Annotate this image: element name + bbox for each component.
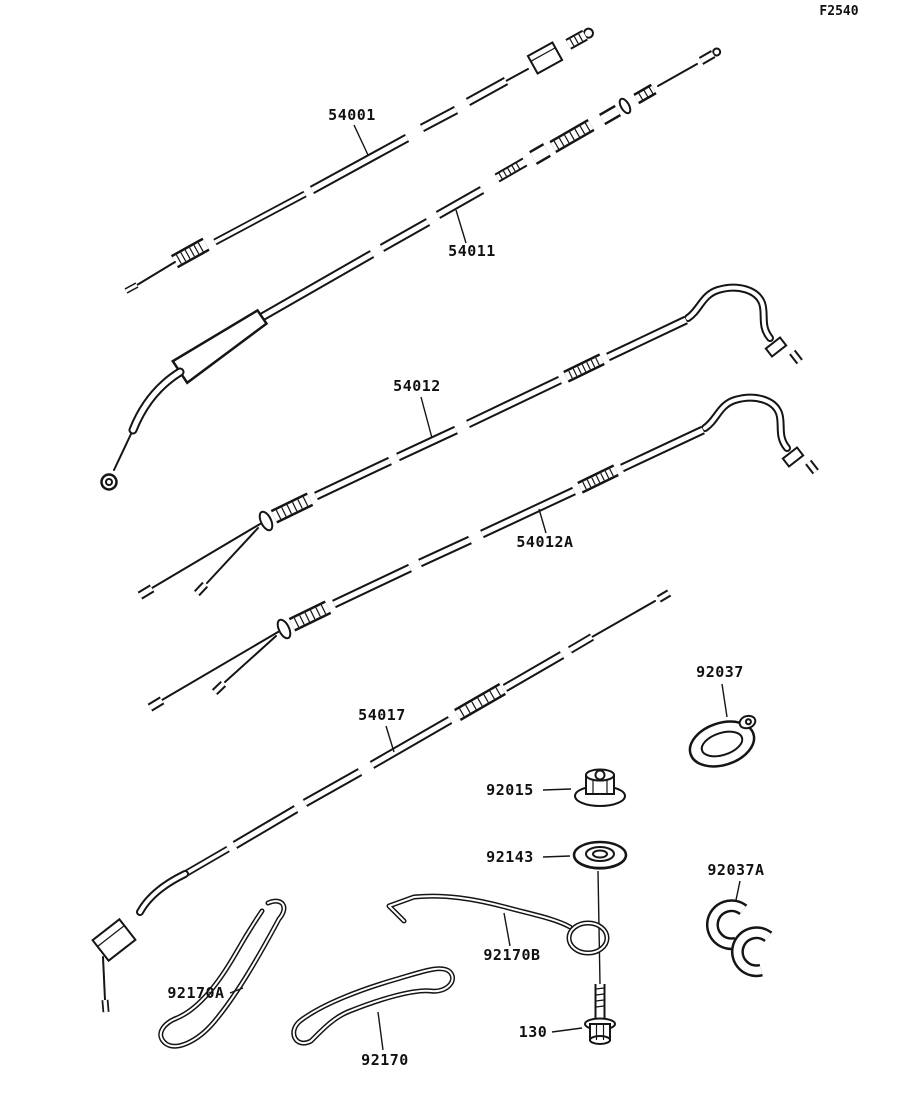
- knurled-adjuster: [577, 464, 619, 494]
- part-number-92037: 92037: [696, 663, 744, 681]
- cable-end-block: [91, 917, 137, 963]
- inner-cable-cap: [211, 680, 227, 696]
- knurled-adjuster: [270, 492, 314, 524]
- hex-nut: [529, 143, 551, 165]
- cable-54011-drawing: [100, 47, 722, 491]
- hex-flange: [258, 510, 274, 532]
- rubber-boot: [171, 308, 269, 385]
- cable-end-barrel: [781, 446, 805, 468]
- part-number-92037a: 92037A: [707, 861, 764, 879]
- wire-guide-92170b-drawing: [386, 893, 610, 956]
- part-number-92170b: 92170B: [483, 946, 540, 964]
- label-92015: 92015: [486, 781, 572, 799]
- loose-end-piece: [789, 349, 803, 365]
- cable-end-cap: [656, 589, 672, 603]
- label-54012a: 54012A: [516, 508, 573, 551]
- knurled-adjuster: [563, 353, 605, 383]
- inner-cable-cap: [147, 696, 165, 712]
- part-number-54012a: 54012A: [516, 533, 573, 551]
- nut-92015-drawing: [574, 768, 626, 807]
- clamp-92037-drawing: [688, 714, 757, 768]
- inner-cable-cap: [137, 584, 155, 600]
- part-number-92170a: 92170A: [167, 984, 224, 1002]
- label-92037a: 92037A: [707, 861, 764, 901]
- part-number-54012: 54012: [393, 377, 441, 395]
- hex-flange: [276, 618, 292, 640]
- label-92170b: 92170B: [483, 912, 540, 964]
- loose-end-piece: [805, 459, 819, 475]
- bolt-130-drawing: [584, 984, 616, 1045]
- washer-92143-drawing: [572, 840, 628, 870]
- label-92170: 92170: [361, 1011, 409, 1069]
- wire-clip-92170a-drawing: [158, 898, 287, 1049]
- label-54012: 54012: [393, 377, 441, 439]
- label-54017: 54017: [358, 706, 406, 753]
- threaded-section: [494, 157, 528, 183]
- knurled-fitting: [170, 237, 210, 269]
- part-number-130: 130: [519, 1023, 548, 1041]
- label-54001: 54001: [328, 106, 376, 156]
- wire-clip-92170-drawing: [291, 966, 455, 1046]
- inner-cable-cap: [193, 581, 209, 597]
- cable-54012a-drawing: [147, 393, 819, 712]
- part-number-54017: 54017: [358, 706, 406, 724]
- part-number-92143: 92143: [486, 848, 534, 866]
- label-54011: 54011: [448, 209, 496, 260]
- cable-connector-block: [526, 41, 564, 75]
- label-92037: 92037: [696, 663, 744, 718]
- part-number-54011: 54011: [448, 242, 496, 260]
- label-92170a: 92170A: [167, 984, 244, 1002]
- figure-code: F2540: [819, 4, 858, 19]
- cable-54012-drawing: [137, 283, 803, 600]
- cable-54001-drawing: [124, 27, 594, 294]
- label-130: 130: [519, 1023, 583, 1041]
- knurled-adjuster: [453, 682, 507, 722]
- cable-54017-drawing: [91, 589, 672, 1013]
- cable-end-cap: [698, 47, 722, 65]
- adjuster-sleeve: [598, 104, 622, 126]
- washer-disc: [618, 97, 632, 115]
- knurled-adjuster: [549, 118, 595, 154]
- part-number-54001: 54001: [328, 106, 376, 124]
- cable-end-fitting: [565, 27, 594, 50]
- label-92143: 92143: [486, 848, 571, 866]
- clamp-92037a-drawing: [705, 899, 773, 978]
- knurled-adjuster: [288, 600, 332, 632]
- cable-end-barrel: [764, 336, 788, 358]
- adjuster-ring: [633, 83, 657, 105]
- part-number-92170: 92170: [361, 1051, 409, 1069]
- part-number-92015: 92015: [486, 781, 534, 799]
